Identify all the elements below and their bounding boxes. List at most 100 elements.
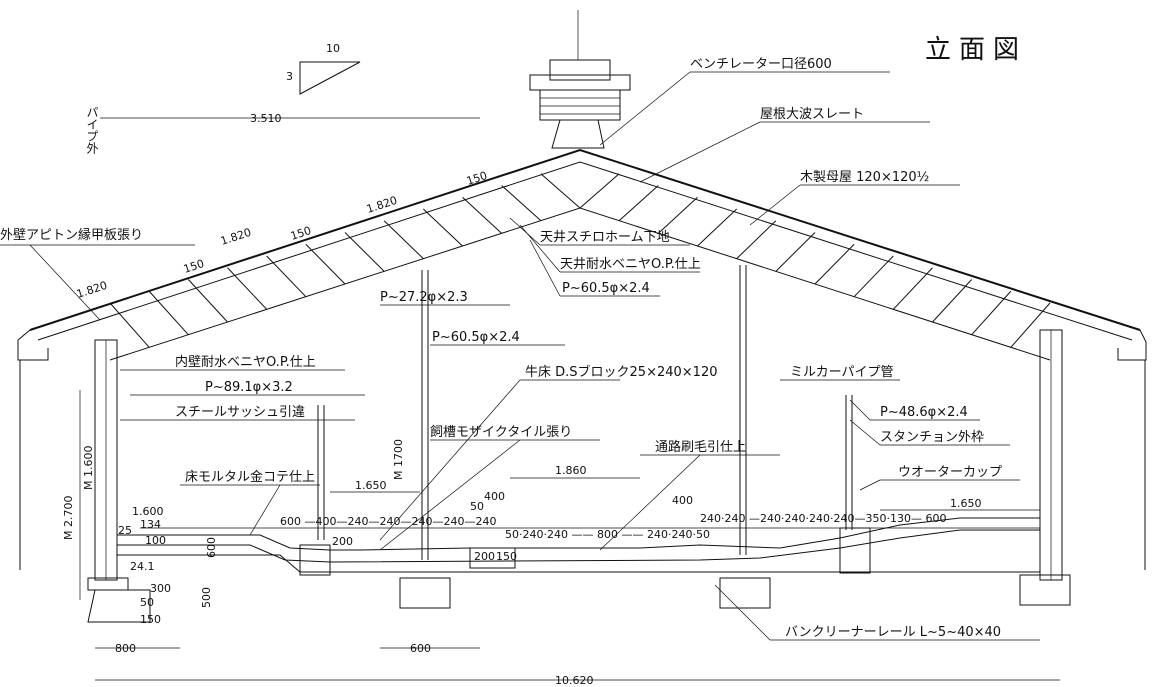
label-purlin: 木製母屋 120×120½ <box>800 170 929 185</box>
truss-diagonal <box>697 208 738 247</box>
gutter-channel <box>469 547 516 569</box>
footing-mid-left <box>399 577 451 609</box>
label-pipe-60-mid: P~60.5φ×2.4 <box>432 330 520 345</box>
label-pipe-27: P~27.2φ×2.3 <box>380 290 468 305</box>
dim-1820-b: 1.820 <box>219 226 253 248</box>
label-steel-sash: スチールサッシュ引違 <box>175 405 305 420</box>
truss-diagonal <box>892 267 933 310</box>
slope-triangle <box>299 61 361 95</box>
truss-diagonal <box>971 290 1012 336</box>
dim-50: 50 <box>140 596 154 609</box>
dim-m2700: M 2.700 <box>62 496 75 540</box>
roof <box>17 148 1147 361</box>
label-floor-mortar: 床モルタル金コテ仕上 <box>185 469 315 485</box>
label-pipe-89: P~89.1φ×3.2 <box>205 380 293 395</box>
floor-section <box>87 517 1071 623</box>
dim-50-b: 50 <box>470 500 484 513</box>
dim-600-v: 600 <box>205 537 218 558</box>
label-stanchion: スタンチョン外枠 <box>880 430 984 445</box>
dim-1650-a: 1.650 <box>355 479 387 492</box>
dim-1820-c: 1.820 <box>365 194 399 216</box>
dim-134: 134 <box>140 518 161 531</box>
footing-mid-right <box>719 577 771 609</box>
roof-slate-top <box>29 148 1141 331</box>
truss-diagonal <box>540 173 581 209</box>
dimension-lines <box>79 117 1060 681</box>
leader-lines <box>0 71 1040 641</box>
label-cattle-floor: 牛床 D.Sブロック25×240×120 <box>525 364 717 380</box>
dimension-text: 3.510 1.820 1.820 1.820 150 150 150 M 2.… <box>62 112 982 687</box>
truss-diagonal <box>932 279 973 323</box>
dim-24-1: 24.1 <box>130 560 155 573</box>
label-roof-slate: 屋根大波スレート <box>760 107 864 122</box>
dim-400-a: 400 <box>484 490 505 503</box>
label-barn-cleaner: バンクリーナーレール L~5~40×40 <box>785 625 1001 640</box>
drawing-title: 立面図 <box>925 35 1027 65</box>
footing-right <box>1019 574 1071 606</box>
truss-diagonal <box>383 220 424 260</box>
truss-diagonal <box>187 279 228 323</box>
dim-150-a: 150 <box>182 257 206 276</box>
slope-indicator: 10 3 <box>286 42 361 95</box>
dim-200-b: 200 <box>474 550 495 563</box>
label-exterior-wall: 外壁アピトン縁甲板張り <box>0 227 143 243</box>
truss-diagonal <box>657 196 698 234</box>
dim-row-mid: 50·240·240 —— 800 —— 240·240·50 <box>505 528 710 541</box>
truss-diagonal <box>853 255 894 298</box>
dim-25: 25 <box>118 524 132 537</box>
label-milker-pipe: ミルカーパイプ管 <box>790 365 893 380</box>
truss-diagonal <box>1010 302 1051 348</box>
dim-150-d: 150 <box>496 550 517 563</box>
dim-m1700: M 1700 <box>392 439 405 480</box>
truss-diagonal <box>775 232 816 272</box>
dim-3510: 3.510 <box>250 112 282 125</box>
subgrade-line <box>117 554 1040 573</box>
dim-1600: 1.600 <box>132 505 164 518</box>
label-ventilator: ベンチレーター口径600 <box>690 57 832 72</box>
dim-200-a: 200 <box>332 535 353 548</box>
dim-10620: 10.620 <box>555 674 594 687</box>
label-pipe-48: P~48.6φ×2.4 <box>880 405 968 420</box>
truss-diagonal <box>462 196 503 234</box>
label-interior-wall: 内壁耐水ベニヤO.P.仕上 <box>175 354 316 370</box>
dim-row-right: 240·240 —240·240·240·240—350·130— 600 <box>700 512 946 525</box>
dim-300: 300 <box>150 582 171 595</box>
right-gutter <box>1117 329 1147 361</box>
slope-run: 10 <box>326 42 340 55</box>
dim-800: 800 <box>115 642 136 655</box>
truss-diagonal <box>109 302 150 348</box>
ventilator-brim <box>529 74 631 91</box>
label-water-cup: ウオーターカップ <box>898 465 1002 480</box>
label-passage: 通路刷毛引仕上 <box>655 439 746 455</box>
floor-line <box>117 517 1040 551</box>
label-ceiling-styrofoam: 天井スチロホーム下地 <box>540 230 670 245</box>
truss-diagonal <box>422 208 463 247</box>
truss-diagonal <box>344 232 385 272</box>
truss-diagonal <box>266 255 307 298</box>
truss-diagonal <box>814 243 855 285</box>
dim-150-c: 150 <box>465 169 489 188</box>
roof-underside <box>37 161 1133 341</box>
ventilator-body <box>539 89 621 121</box>
dim-100: 100 <box>145 534 166 547</box>
ventilator <box>529 10 631 149</box>
dim-m1600: M 1.600 <box>82 446 95 490</box>
dim-150-e: 150 <box>140 613 161 626</box>
truss-diagonal <box>148 290 189 336</box>
slope-rise: 3 <box>286 70 293 83</box>
stanchion-footing-left <box>299 544 331 576</box>
floor-base-line <box>117 529 1040 563</box>
dim-150-b: 150 <box>289 224 313 243</box>
truss-diagonal <box>736 220 777 260</box>
dim-1650-b: 1.650 <box>950 497 982 510</box>
truss-web <box>109 173 1051 348</box>
truss-diagonal <box>501 185 542 222</box>
ventilator-cap <box>549 59 611 81</box>
label-ceiling-plywood: 天井耐水ベニヤO.P.仕上 <box>560 257 701 272</box>
dim-1820-a: 1.820 <box>75 279 109 301</box>
walls-and-columns <box>19 265 1146 581</box>
ventilator-throat <box>551 119 605 149</box>
truss-diagonal <box>618 185 659 222</box>
annotation-labels: ベンチレーター口径600 屋根大波スレート 木製母屋 120×120½ 外壁アピ… <box>0 57 1002 640</box>
